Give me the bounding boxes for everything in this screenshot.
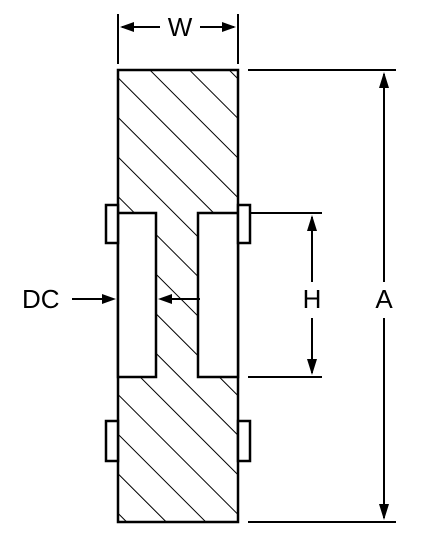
flange-tab-lower-right	[236, 419, 252, 463]
flange-tabs	[104, 203, 252, 463]
width-dimension	[117, 14, 239, 64]
overall-label: A	[375, 284, 393, 314]
width-label: W	[168, 12, 193, 42]
core-diameter-label: DC	[22, 284, 60, 314]
height-label: H	[303, 284, 322, 314]
flange-tab-upper-left	[104, 203, 120, 245]
overall-dimension	[248, 69, 396, 523]
bearing-bore-left	[116, 211, 158, 379]
height-dimension	[248, 212, 322, 378]
flange-tab-lower-left	[104, 419, 120, 463]
bearing-bore-right	[196, 211, 240, 379]
flange-tab-upper-right	[236, 203, 252, 245]
wheel-outline	[116, 68, 240, 524]
core-diameter-dimension	[72, 294, 200, 304]
